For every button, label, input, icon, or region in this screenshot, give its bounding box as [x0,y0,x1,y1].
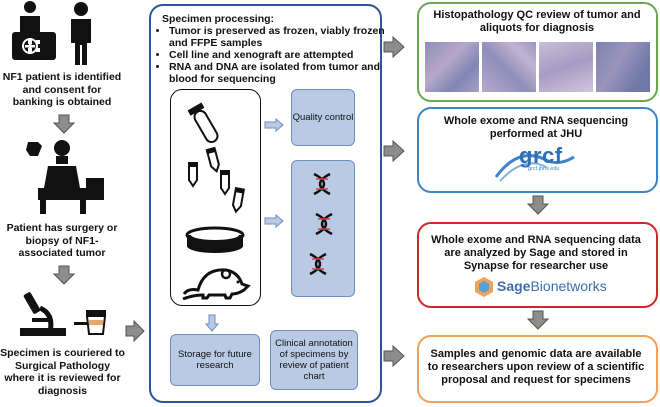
mouse-icon [182,268,251,300]
sage-logo-text: SageBionetworks [497,278,607,294]
microscope-icon [20,292,107,336]
storage-label: Storage for future research [178,349,252,371]
storage-box: Storage for future research [170,334,260,386]
histology-image [539,42,593,92]
down-arrow-icon [527,310,549,330]
grcf-logo-text: grcf [519,143,563,168]
down-arrow-icon [205,314,219,332]
right-arrow-icon [383,36,405,58]
quality-control-box: Quality control [291,89,355,146]
specimen-bullet: Cell line and xenograft are attempted [169,49,389,61]
right-arrow-icon [383,140,405,162]
dna-icon [309,172,333,276]
clinical-annotation-label: Clinical annotation of specimens by revi… [275,338,353,382]
availability-title: Samples and genomic data are available t… [427,348,645,386]
right-arrow-icon [264,118,284,132]
down-arrow-icon [53,265,75,285]
sage-logo-word: Sage [497,278,531,294]
availability-panel [417,335,658,403]
right-arrow-icon [383,345,405,367]
specimen-bullet-list: Tumor is preserved as frozen, viably fro… [155,25,389,85]
down-arrow-icon [53,114,75,134]
petri-dish-icon [185,226,245,253]
histology-image [425,42,479,92]
step-consent-label: NF1 patient is identified and consent fo… [2,71,122,108]
grcf-logo-subtext: grcf.jhmi.edu [528,166,560,172]
surgery-icon [26,140,104,214]
histology-image [596,42,650,92]
sage-analysis-title: Whole exome and RNA sequencing data are … [431,234,641,272]
specimen-title: Specimen processing: [162,13,275,25]
down-arrow-icon [527,195,549,215]
doctor-patient-icon [12,1,91,65]
histopathology-title: Histopathology QC review of tumor and al… [433,9,641,34]
right-arrow-icon [264,214,284,228]
sage-logo-word: Bionetworks [530,278,607,294]
step-pathology-label: Specimen is couriered to Surgical Pathol… [0,347,125,397]
specimen-bullet: RNA and DNA are isolated from tumor and … [169,61,389,85]
sage-analysis-panel [417,222,658,308]
quality-control-label: Quality control [292,112,354,123]
right-arrow-icon [125,320,145,342]
grcf-logo-icon [494,154,575,182]
sequencing-jhu-title: Whole exome and RNA sequencing performed… [443,115,629,140]
sequencing-jhu-panel [417,107,658,193]
sample-tubes-icon [187,102,245,214]
step-surgery-label: Patient has surgery or biopsy of NF1-ass… [6,222,118,259]
specimen-bullet: Tumor is preserved as frozen, viably fro… [169,25,389,49]
sage-logo-icon [475,277,493,297]
clinical-annotation-box: Clinical annotation of specimens by revi… [270,330,358,390]
histology-image [482,42,536,92]
